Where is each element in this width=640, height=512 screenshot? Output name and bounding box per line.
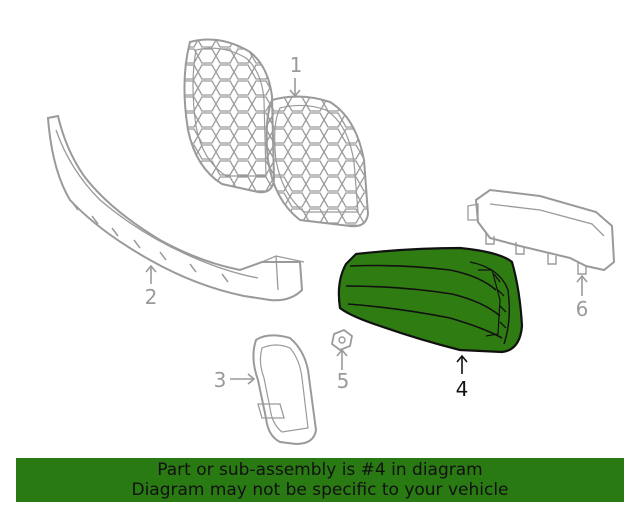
part-3-side-trim[interactable] bbox=[252, 334, 318, 446]
leader-lines bbox=[145, 78, 588, 385]
callout-2: 2 bbox=[145, 285, 158, 309]
banner-line-2: Diagram may not be specific to your vehi… bbox=[131, 480, 509, 500]
part-2-bumper-support[interactable] bbox=[46, 114, 305, 302]
part-6-bracket[interactable] bbox=[467, 188, 616, 275]
callout-5: 5 bbox=[337, 369, 350, 393]
part-4-grille-insert[interactable] bbox=[337, 246, 524, 354]
part-1-kidney-grille[interactable] bbox=[183, 38, 370, 228]
callout-3: 3 bbox=[214, 368, 227, 392]
callout-4: 4 bbox=[456, 377, 469, 401]
callout-1: 1 bbox=[290, 53, 303, 77]
leader-line-4 bbox=[456, 354, 468, 374]
part-5-clip[interactable] bbox=[331, 328, 353, 352]
info-banner: Part or sub-assembly is #4 in diagram Di… bbox=[16, 458, 624, 502]
callout-6: 6 bbox=[576, 297, 589, 321]
banner-line-1: Part or sub-assembly is #4 in diagram bbox=[157, 460, 483, 480]
